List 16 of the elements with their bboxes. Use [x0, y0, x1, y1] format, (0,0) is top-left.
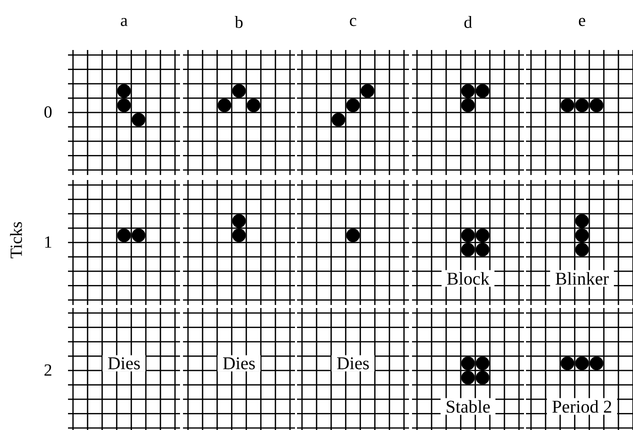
column-label: a — [120, 18, 128, 26]
status-label: Dies — [102, 355, 146, 372]
column-label: b — [234, 16, 243, 28]
axis-title: Ticks — [10, 222, 22, 258]
status-label: Period 2 — [546, 398, 618, 415]
row-label: 2 — [44, 364, 52, 376]
row-label: 1 — [45, 236, 52, 248]
status-label: Stable — [440, 398, 496, 415]
column-label: c — [350, 18, 356, 26]
status-label: Dies — [218, 355, 260, 372]
status-label: Dies — [332, 355, 374, 372]
column-label: e — [578, 18, 586, 26]
row-label: 0 — [44, 106, 52, 118]
status-label: Blinker — [550, 270, 614, 287]
column-label: d — [464, 16, 472, 28]
status-label: Block — [442, 270, 494, 287]
